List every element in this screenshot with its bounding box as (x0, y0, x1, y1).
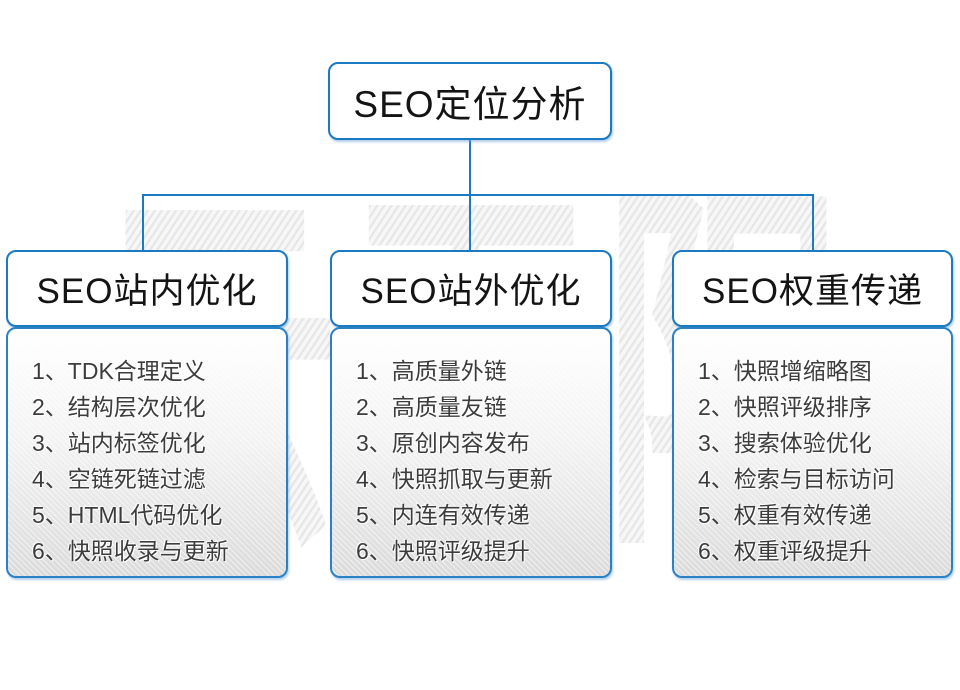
list-panel-onsite: 1、TDK合理定义 2、结构层次优化 3、站内标签优化 4、空链死链过滤 5、H… (6, 327, 288, 578)
root-node-title: SEO定位分析 (353, 84, 587, 125)
list-item: 1、高质量外链 (356, 358, 507, 384)
list-item: 2、高质量友链 (356, 394, 507, 420)
list-item: 4、检索与目标访问 (698, 466, 895, 492)
list-panel-offsite: 1、高质量外链 2、高质量友链 3、原创内容发布 4、快照抓取与更新 5、内连有… (330, 327, 612, 578)
list-item: 1、快照增缩略图 (698, 358, 872, 384)
list-item: 3、站内标签优化 (32, 430, 206, 456)
branch-title: SEO站外优化 (360, 272, 582, 311)
branch-title: SEO权重传递 (702, 272, 923, 311)
list-item: 6、快照评级提升 (356, 538, 530, 564)
list-item: 4、空链死链过滤 (32, 466, 206, 492)
list-item: 3、搜索体验优化 (698, 430, 872, 456)
seo-diagram: 云无限 SEO定位分析 SEO站内优化 1、TDK合理定义 2、结构层次优化 3… (6, 62, 953, 589)
list-item: 1、TDK合理定义 (32, 358, 206, 384)
list-item: 4、快照抓取与更新 (356, 466, 553, 492)
branch-header-weight: SEO权重传递 (672, 250, 953, 327)
list-item: 6、快照收录与更新 (32, 538, 229, 564)
branch-header-offsite: SEO站外优化 (330, 250, 612, 327)
list-item: 5、权重有效传递 (698, 502, 872, 528)
branch-title: SEO站内优化 (36, 272, 258, 311)
list-item: 3、原创内容发布 (356, 430, 530, 456)
branch-header-onsite: SEO站内优化 (6, 250, 288, 327)
list-item: 5、内连有效传递 (356, 502, 530, 528)
list-item: 2、快照评级排序 (698, 394, 872, 420)
connector-lines (142, 140, 814, 250)
list-item: 2、结构层次优化 (32, 394, 206, 420)
list-panel-weight: 1、快照增缩略图 2、快照评级排序 3、搜索体验优化 4、检索与目标访问 5、权… (672, 327, 953, 578)
root-node: SEO定位分析 (328, 62, 612, 140)
list-item: 6、权重评级提升 (698, 538, 872, 564)
list-item: 5、HTML代码优化 (32, 502, 223, 528)
